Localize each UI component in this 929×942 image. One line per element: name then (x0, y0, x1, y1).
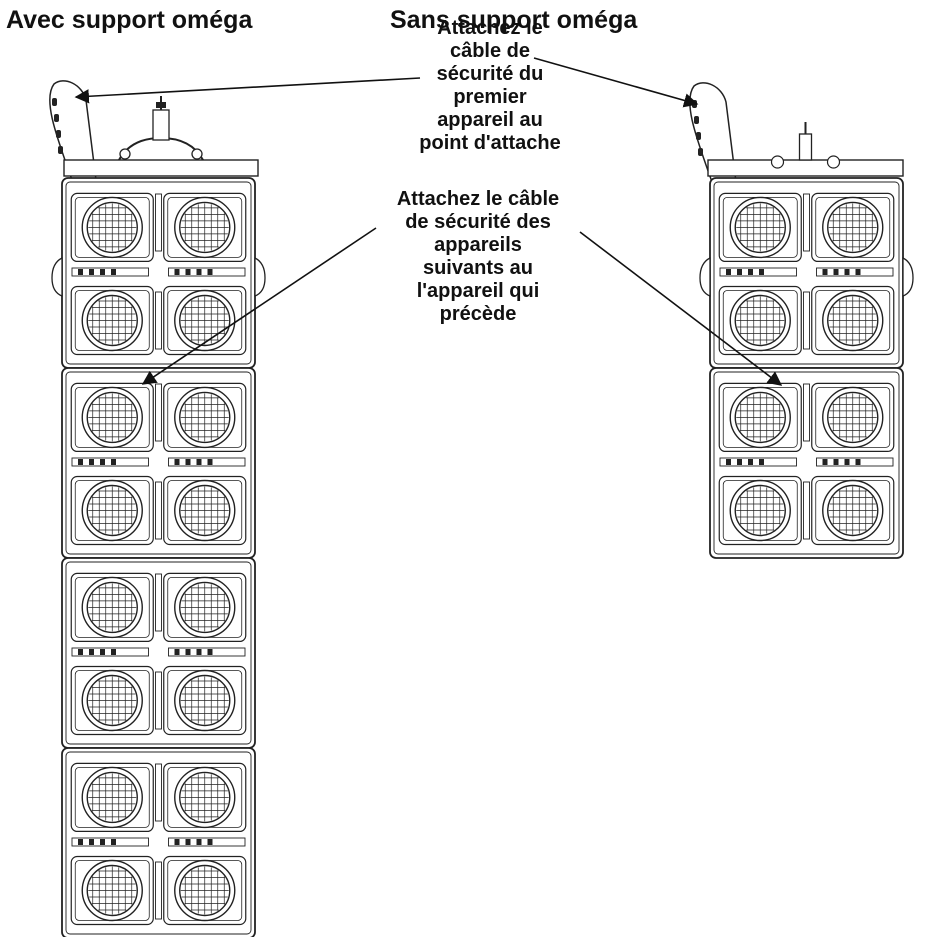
callout-following-units-line: Attachez le câble (396, 188, 560, 210)
lens (70, 192, 154, 262)
lens (163, 665, 247, 736)
safety-cable-link (54, 114, 59, 122)
safety-cable-link (56, 130, 61, 138)
lens (163, 285, 247, 356)
lens (70, 382, 154, 452)
lens (70, 762, 154, 833)
arrow-following-units-right (579, 231, 783, 386)
lens (718, 475, 802, 546)
safety-cable-link (58, 146, 63, 154)
callout-following-units-line: de sécurité des (405, 211, 551, 233)
lens (163, 572, 247, 643)
top-clamp (707, 122, 904, 177)
lens (163, 855, 247, 926)
arrow-following-units-left (141, 227, 377, 385)
safety-cable-link (694, 116, 699, 124)
lens (811, 382, 895, 452)
fixture-panel (61, 367, 256, 559)
lens (811, 285, 895, 356)
callout-first-unit-line: câble de (449, 40, 531, 62)
callout-first-unit-line: point d'attache (419, 132, 561, 154)
lens (163, 762, 247, 833)
lens (70, 285, 154, 356)
callout-arrows (74, 57, 783, 386)
callout-following-units-line: précède (439, 303, 517, 325)
lens (163, 382, 247, 452)
omega-bracket (63, 96, 259, 177)
stack-with-omega-bracket (49, 80, 266, 939)
callout-following-units-line: suivants au (422, 257, 534, 279)
fixture-panel (61, 747, 256, 939)
callout-following-units-line: l'appareil qui (416, 280, 540, 302)
heading-with-omega: Avec support oméga (6, 6, 253, 34)
callout-first-unit-line: premier (453, 86, 527, 108)
arrow-first-unit-right (533, 57, 699, 108)
lens (70, 475, 154, 546)
safety-cable-link (696, 132, 701, 140)
callout-first-unit-line: sécurité du (436, 63, 544, 85)
safety-cable-link (698, 148, 703, 156)
lens (811, 475, 895, 546)
side-handle (51, 256, 63, 297)
callout-first-unit-line: Attachez le (437, 17, 543, 39)
side-handle (902, 256, 914, 297)
lens (718, 285, 802, 356)
lens (70, 855, 154, 926)
lens (163, 475, 247, 546)
arrow-first-unit-left (74, 77, 421, 104)
side-handle (699, 256, 711, 297)
callout-following-units: Attachez le câble de sécurité des appare… (368, 188, 588, 326)
fixture-panel (709, 367, 904, 559)
fixture-panel (61, 557, 256, 749)
lens (718, 382, 802, 452)
side-handle (254, 256, 266, 297)
heading-without-omega: Sans support oméga (390, 6, 638, 34)
fixture-panel (61, 177, 256, 369)
lens (70, 572, 154, 643)
safety-cable-link (52, 98, 57, 106)
stack-without-omega-bracket (689, 82, 914, 559)
lens (70, 665, 154, 736)
lens (718, 192, 802, 262)
callout-following-units-line: appareils (434, 234, 522, 256)
lens (811, 192, 895, 262)
lens (163, 192, 247, 262)
callout-first-unit: Attachez le câble de sécurité du premier… (405, 17, 575, 155)
fixture-panel (709, 177, 904, 369)
callout-first-unit-line: appareil au (437, 109, 543, 131)
